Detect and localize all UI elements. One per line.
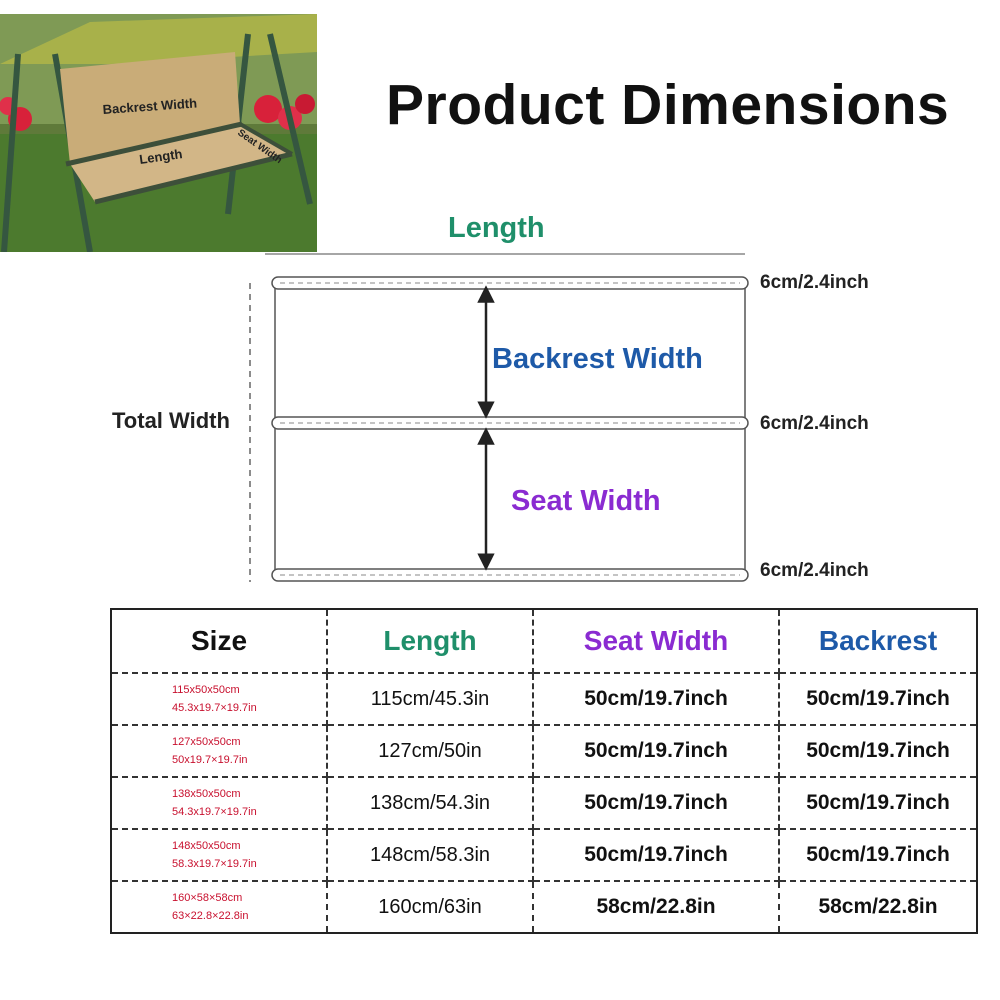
size-cm: 138x50x50cm <box>172 788 241 800</box>
seat-width-label: Seat Width <box>511 485 661 517</box>
seat-width-cell: 58cm/22.8in <box>532 880 780 934</box>
size-in: 54.3x19.7×19.7in <box>172 806 257 818</box>
backrest-cell: 50cm/19.7inch <box>778 724 978 778</box>
seat-width-cell: 50cm/19.7inch <box>532 724 780 778</box>
size-in: 58.3x19.7×19.7in <box>172 858 257 870</box>
table-row: 127x50x50cm 50x19.7×19.7in 127cm/50in 50… <box>110 724 978 778</box>
size-cell: 127x50x50cm 50x19.7×19.7in <box>110 724 328 778</box>
size-cm: 115x50x50cm <box>172 684 240 696</box>
length-cell: 138cm/54.3in <box>326 776 534 830</box>
header-seat-width: Seat Width <box>532 608 780 674</box>
table-header-row: Size Length Seat Width Backrest <box>110 608 978 674</box>
size-in: 45.3x19.7×19.7in <box>172 702 257 714</box>
size-cell: 115x50x50cm 45.3x19.7×19.7in <box>110 672 328 726</box>
size-cell: 160×58×58cm 63×22.8×22.8in <box>110 880 328 934</box>
table-row: 160×58×58cm 63×22.8×22.8in 160cm/63in 58… <box>110 880 978 934</box>
backrest-width-label: Backrest Width <box>492 343 703 375</box>
table-row: 138x50x50cm 54.3x19.7×19.7in 138cm/54.3i… <box>110 776 978 830</box>
table-row: 148x50x50cm 58.3x19.7×19.7in 148cm/58.3i… <box>110 828 978 882</box>
seat-width-cell: 50cm/19.7inch <box>532 672 780 726</box>
hem-bar-middle <box>271 416 749 430</box>
size-cell: 148x50x50cm 58.3x19.7×19.7in <box>110 828 328 882</box>
total-width-label: Total Width <box>112 408 230 433</box>
size-cm: 127x50x50cm <box>172 736 241 748</box>
length-label: Length <box>448 212 545 244</box>
header-size: Size <box>110 608 328 674</box>
length-cell: 160cm/63in <box>326 880 534 934</box>
seat-width-cell: 50cm/19.7inch <box>532 776 780 830</box>
length-cell: 148cm/58.3in <box>326 828 534 882</box>
size-in: 63×22.8×22.8in <box>172 910 249 922</box>
photo-label-length: Length <box>138 146 183 167</box>
size-table: Size Length Seat Width Backrest 115x50x5… <box>110 608 978 934</box>
hem-label-bottom: 6cm/2.4inch <box>760 560 869 581</box>
size-cm: 160×58×58cm <box>172 892 243 904</box>
backrest-cell: 50cm/19.7inch <box>778 828 978 882</box>
length-cell: 115cm/45.3in <box>326 672 534 726</box>
header-length: Length <box>326 608 534 674</box>
hem-label-top: 6cm/2.4inch <box>760 272 869 293</box>
page-title: Product Dimensions <box>386 73 950 137</box>
hem-bar-bottom <box>271 568 749 582</box>
backrest-cell: 50cm/19.7inch <box>778 672 978 726</box>
length-cell: 127cm/50in <box>326 724 534 778</box>
size-cell: 138x50x50cm 54.3x19.7×19.7in <box>110 776 328 830</box>
table-row: 115x50x50cm 45.3x19.7×19.7in 115cm/45.3i… <box>110 672 978 726</box>
backrest-cell: 50cm/19.7inch <box>778 776 978 830</box>
hem-bar-top <box>271 276 749 290</box>
seat-width-cell: 50cm/19.7inch <box>532 828 780 882</box>
swing-photo-illustration: Backrest Width Length Seat Width <box>0 14 317 252</box>
size-cm: 148x50x50cm <box>172 840 241 852</box>
backrest-cell: 58cm/22.8in <box>778 880 978 934</box>
product-photo: Backrest Width Length Seat Width <box>0 14 317 252</box>
dimension-diagram <box>249 253 749 582</box>
header-backrest: Backrest <box>778 608 978 674</box>
hem-label-middle: 6cm/2.4inch <box>760 413 869 434</box>
photo-label-backrest: Backrest Width <box>102 95 197 117</box>
size-in: 50x19.7×19.7in <box>172 754 248 766</box>
